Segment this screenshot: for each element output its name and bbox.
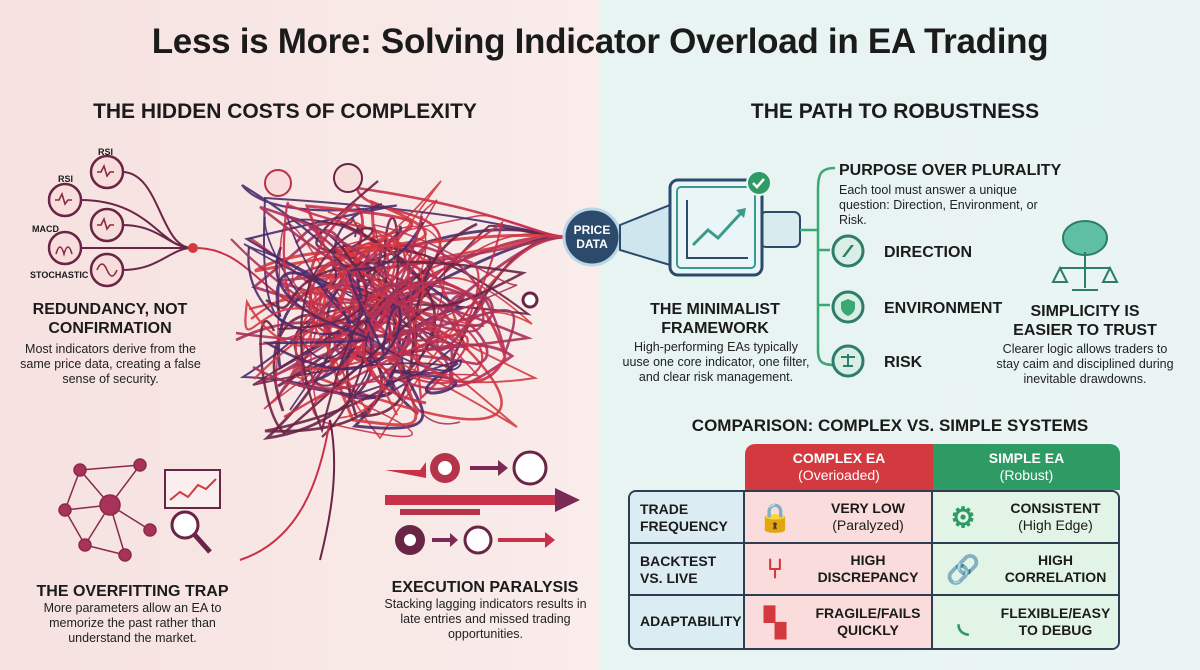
wire — [275, 271, 459, 399]
wire — [294, 283, 481, 438]
pillar-environment: ENVIRONMENT — [884, 300, 1003, 317]
redundancy-text: Most indicators derive from the same pri… — [20, 342, 201, 386]
magnifier-icon — [170, 510, 200, 540]
junction-dot — [188, 243, 198, 253]
scales-icon — [1051, 252, 1119, 291]
purpose-title: PURPOSE OVER PLURALITY — [839, 162, 1062, 179]
indicator-label: MACD — [32, 224, 59, 234]
overfitting-text: More parameters allow an EA to memorize … — [43, 601, 222, 645]
macd-icon — [47, 230, 83, 266]
network-icon — [58, 458, 157, 562]
gear-check-icon: ⚙ — [950, 501, 976, 533]
gear-icon — [521, 291, 539, 309]
simple-cell: ⚙ CONSISTENT(High Edge) — [933, 492, 1118, 542]
flexible-pipe-icon: ◟ — [957, 606, 969, 638]
pillar-risk: RISK — [884, 354, 923, 371]
lock-icon: 🔒 — [757, 501, 793, 533]
rsi-icon — [47, 182, 83, 218]
wire — [235, 225, 516, 391]
complex-ea-header: COMPLEX EA(Overioaded) — [745, 444, 933, 490]
left-heading: THE HIDDEN COSTS OF COMPLEXITY — [93, 100, 477, 123]
indicator-icons — [47, 154, 125, 288]
stopwatch-icon — [512, 450, 548, 486]
chart-frame-icon — [668, 178, 764, 277]
split-arrow-icon: ⑂ — [766, 553, 784, 584]
simple-ea-header: SIMPLE EA(Robust) — [933, 444, 1120, 490]
wire — [262, 221, 425, 371]
comparison-title: COMPARISON: COMPLEX VS. SIMPLE SYSTEMS — [691, 416, 1089, 435]
purpose-text: Each tool must answer a unique question:… — [839, 183, 1038, 227]
indicator-label: RSI — [58, 174, 74, 184]
indicator-label: RSI — [98, 147, 114, 157]
overfitting-title: THE OVERFITTING TRAP — [36, 583, 229, 600]
broken-block-icon: ▚ — [764, 606, 786, 638]
indicator-wires — [79, 171, 193, 271]
paralysis-title: EXECUTION PARALYSIS — [391, 579, 579, 596]
minimalist-text: High-performing EAs typically uuse one c… — [622, 340, 810, 384]
execution-arrows — [385, 450, 580, 555]
paralysis-text: Stacking lagging indicators results in l… — [384, 597, 587, 641]
row-label: ADAPTABILITY — [630, 596, 745, 648]
wire — [372, 223, 518, 425]
wire — [252, 205, 494, 390]
chart-icon — [164, 469, 221, 509]
timer-icon — [463, 525, 493, 555]
wave-icon — [89, 207, 125, 243]
chain-link-icon: 🔗 — [945, 553, 981, 585]
branch-lines — [800, 166, 836, 367]
rsi-icon — [89, 154, 125, 190]
simplicity-text: Clearer logic allows traders to stay cai… — [996, 342, 1174, 386]
right-heading: THE PATH TO ROBUSTNESS — [750, 100, 1040, 123]
wire — [282, 201, 469, 418]
complex-cell: 🔒 VERY LOW(Paralyzed) — [745, 492, 933, 542]
wire — [259, 260, 527, 435]
brain-icon — [1062, 220, 1108, 256]
pillar-direction: DIRECTION — [884, 244, 972, 261]
tangled-wires — [197, 180, 567, 561]
indicator-label: STOCHASTIC — [30, 270, 89, 280]
page-title: Less is More: Solving Indicator Overload… — [151, 22, 1049, 61]
